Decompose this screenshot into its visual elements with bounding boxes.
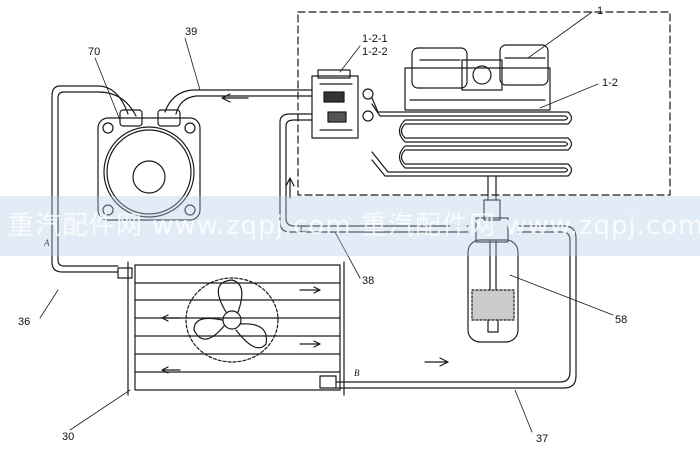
fan-icon xyxy=(185,277,279,363)
line-letter-a: A xyxy=(43,238,50,248)
label-36: 36 xyxy=(18,316,30,328)
watermark-band xyxy=(0,196,700,256)
line-38 xyxy=(279,113,469,233)
label-58: 58 xyxy=(615,314,627,326)
line-36 xyxy=(51,85,129,273)
label-1-2-1: 1-2-1 xyxy=(362,33,388,45)
blower-icon xyxy=(404,44,551,111)
watermark-text: 重汽配件网 www.zqpj.com 重汽配件网 www.zqpj.com xyxy=(8,211,700,241)
label-37: 37 xyxy=(536,433,548,445)
leader-lines xyxy=(39,11,614,433)
compressor-icon xyxy=(97,109,201,221)
label-39: 39 xyxy=(185,26,197,38)
receiver-drier-icon xyxy=(467,199,519,343)
label-1-2-2: 1-2-2 xyxy=(362,46,388,58)
label-30: 30 xyxy=(62,431,74,443)
evaporator-housing-dashed xyxy=(297,11,671,196)
line-letter-b: B xyxy=(354,368,360,378)
flow-arrow-icon xyxy=(161,93,449,374)
expansion-valve-icon xyxy=(311,69,374,139)
label-1-2: 1-2 xyxy=(602,77,618,89)
line-39 xyxy=(164,89,313,113)
line-letter-c: C xyxy=(300,224,307,234)
label-1: 1 xyxy=(597,5,603,17)
line-37 xyxy=(335,231,571,383)
evaporator-coil-icon xyxy=(371,97,573,177)
label-70: 70 xyxy=(88,46,100,58)
label-38: 38 xyxy=(362,275,374,287)
condenser-icon xyxy=(117,261,345,396)
